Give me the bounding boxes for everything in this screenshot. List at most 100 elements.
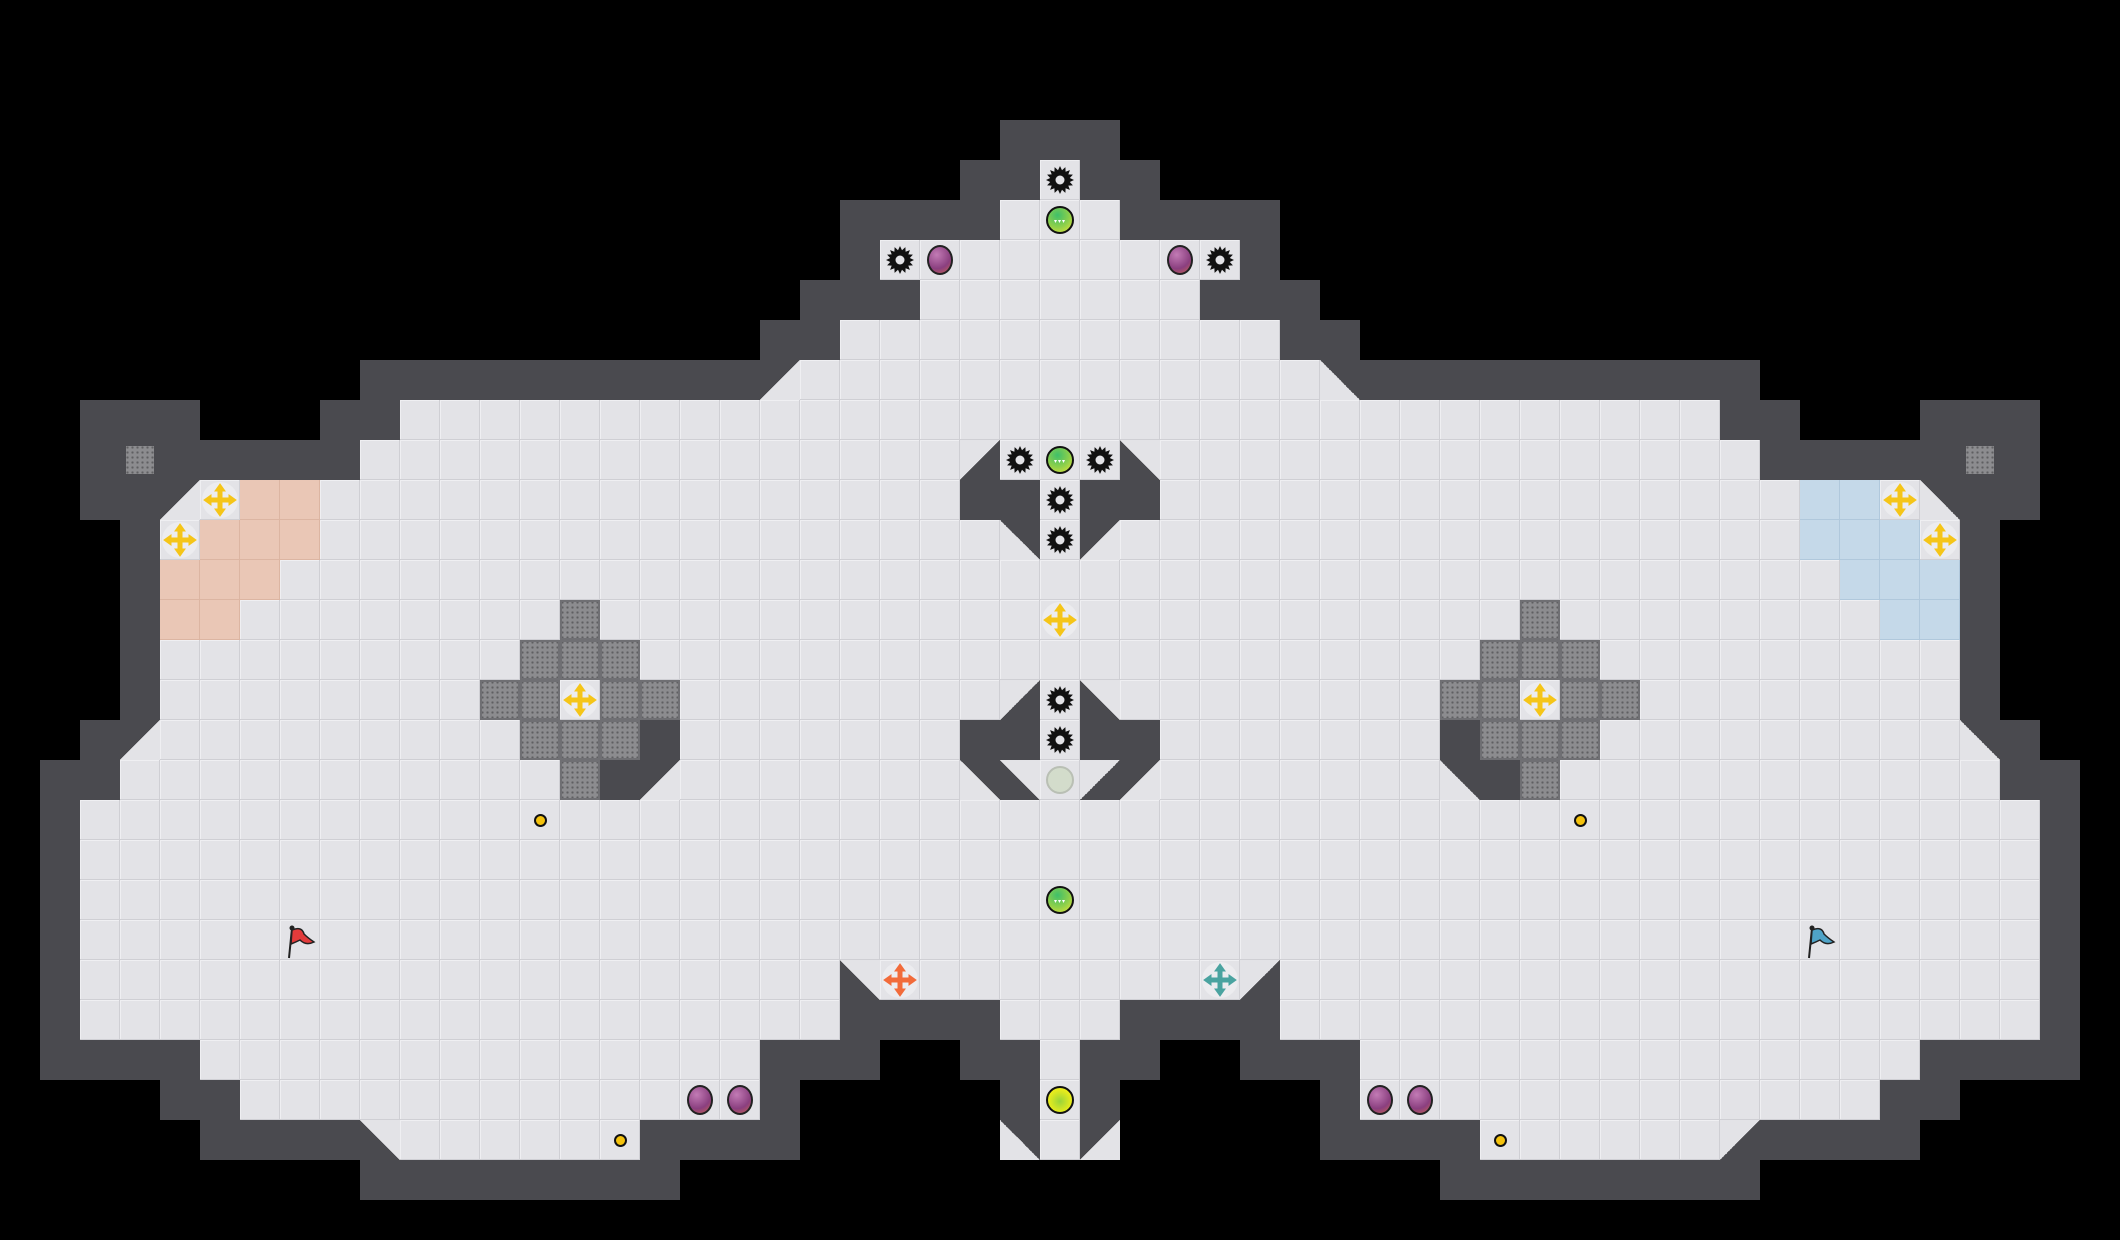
floor-tile — [880, 760, 920, 800]
bomb-icon — [680, 1080, 720, 1120]
wall-tile — [1480, 360, 1520, 400]
diagonal-wall-tile — [1440, 760, 1480, 800]
floor-tile — [840, 320, 880, 360]
floor-tile — [1360, 600, 1400, 640]
floor-tile — [560, 800, 600, 840]
diagonal-wall-tile — [1240, 960, 1280, 1000]
wall-tile — [760, 1080, 800, 1120]
floor-tile — [760, 600, 800, 640]
floor-tile — [760, 880, 800, 920]
floor-tile — [960, 600, 1000, 640]
floor-tile — [360, 840, 400, 880]
floor-tile — [1440, 560, 1480, 600]
floor-tile — [880, 560, 920, 600]
wall-tile — [2000, 440, 2040, 480]
floor-tile — [1440, 1080, 1480, 1120]
floor-tile — [760, 760, 800, 800]
floor-tile — [200, 720, 240, 760]
wall-tile — [440, 360, 480, 400]
floor-tile — [1440, 440, 1480, 480]
diagonal-wall-tile — [1000, 1120, 1040, 1160]
floor-tile — [1800, 800, 1840, 840]
floor-tile — [640, 600, 680, 640]
floor-tile — [600, 440, 640, 480]
wall-tile — [40, 760, 80, 800]
floor-tile — [2000, 880, 2040, 920]
wall-tile — [1000, 160, 1040, 200]
floor-tile — [1240, 520, 1280, 560]
floor-tile — [1000, 840, 1040, 880]
wall-tile — [1160, 200, 1200, 240]
floor-tile — [1880, 800, 1920, 840]
wall-tile — [1080, 1080, 1120, 1120]
floor-tile — [1440, 1000, 1480, 1040]
floor-tile — [1680, 640, 1720, 680]
wall-tile — [480, 1160, 520, 1200]
floor-tile — [320, 880, 360, 920]
floor-tile — [440, 480, 480, 520]
wall-tile — [1800, 1120, 1840, 1160]
diagonal-wall-tile — [1960, 720, 2000, 760]
gate-tile — [560, 640, 600, 680]
wall-tile — [1600, 1160, 1640, 1200]
gate-tile — [120, 440, 160, 480]
wall-tile — [1480, 760, 1520, 800]
wall-tile — [1440, 1120, 1480, 1160]
floor-tile — [1640, 840, 1680, 880]
floor-tile — [1040, 360, 1080, 400]
bomb-icon — [720, 1080, 760, 1120]
floor-tile — [320, 920, 360, 960]
floor-tile — [520, 560, 560, 600]
floor-tile — [1160, 240, 1200, 280]
floor-tile — [1600, 520, 1640, 560]
floor-tile — [1040, 960, 1080, 1000]
wall-tile — [600, 360, 640, 400]
floor-tile — [280, 1000, 320, 1040]
floor-tile — [1640, 720, 1680, 760]
floor-tile — [1640, 960, 1680, 1000]
red-endzone-tile — [200, 560, 240, 600]
floor-tile — [640, 440, 680, 480]
floor-tile — [1200, 880, 1240, 920]
floor-tile — [1320, 760, 1360, 800]
floor-tile — [240, 960, 280, 1000]
floor-tile — [200, 960, 240, 1000]
floor-tile — [1120, 840, 1160, 880]
floor-tile — [1800, 920, 1840, 960]
floor-tile — [720, 1080, 760, 1120]
floor-tile — [1880, 720, 1920, 760]
floor-tile — [2000, 960, 2040, 1000]
wall-tile — [2000, 480, 2040, 520]
wall-tile — [1080, 1040, 1120, 1080]
floor-tile — [680, 720, 720, 760]
floor-tile — [1640, 1080, 1680, 1120]
wall-tile — [2040, 960, 2080, 1000]
floor-tile — [1360, 520, 1400, 560]
wall-tile — [1880, 1120, 1920, 1160]
floor-tile — [280, 1040, 320, 1080]
floor-tile — [1480, 1040, 1520, 1080]
gate-tile — [560, 720, 600, 760]
floor-tile — [1920, 1000, 1960, 1040]
floor-tile — [640, 480, 680, 520]
floor-tile — [240, 1000, 280, 1040]
floor-tile — [920, 240, 960, 280]
wall-tile — [1200, 1000, 1240, 1040]
wall-tile — [1320, 1120, 1360, 1160]
floor-tile — [480, 920, 520, 960]
floor-tile — [840, 840, 880, 880]
floor-tile — [320, 960, 360, 1000]
red-flag-icon[interactable] — [280, 920, 320, 960]
floor-tile — [920, 480, 960, 520]
floor-tile — [1120, 520, 1160, 560]
blue-flag-icon[interactable] — [1800, 920, 1840, 960]
floor-tile — [1720, 960, 1760, 1000]
floor-tile — [480, 760, 520, 800]
floor-tile — [400, 560, 440, 600]
wall-tile — [1080, 120, 1120, 160]
floor-tile — [440, 560, 480, 600]
gate-tile — [1560, 720, 1600, 760]
gate-tile — [520, 680, 560, 720]
floor-tile — [1200, 800, 1240, 840]
floor-tile — [640, 880, 680, 920]
